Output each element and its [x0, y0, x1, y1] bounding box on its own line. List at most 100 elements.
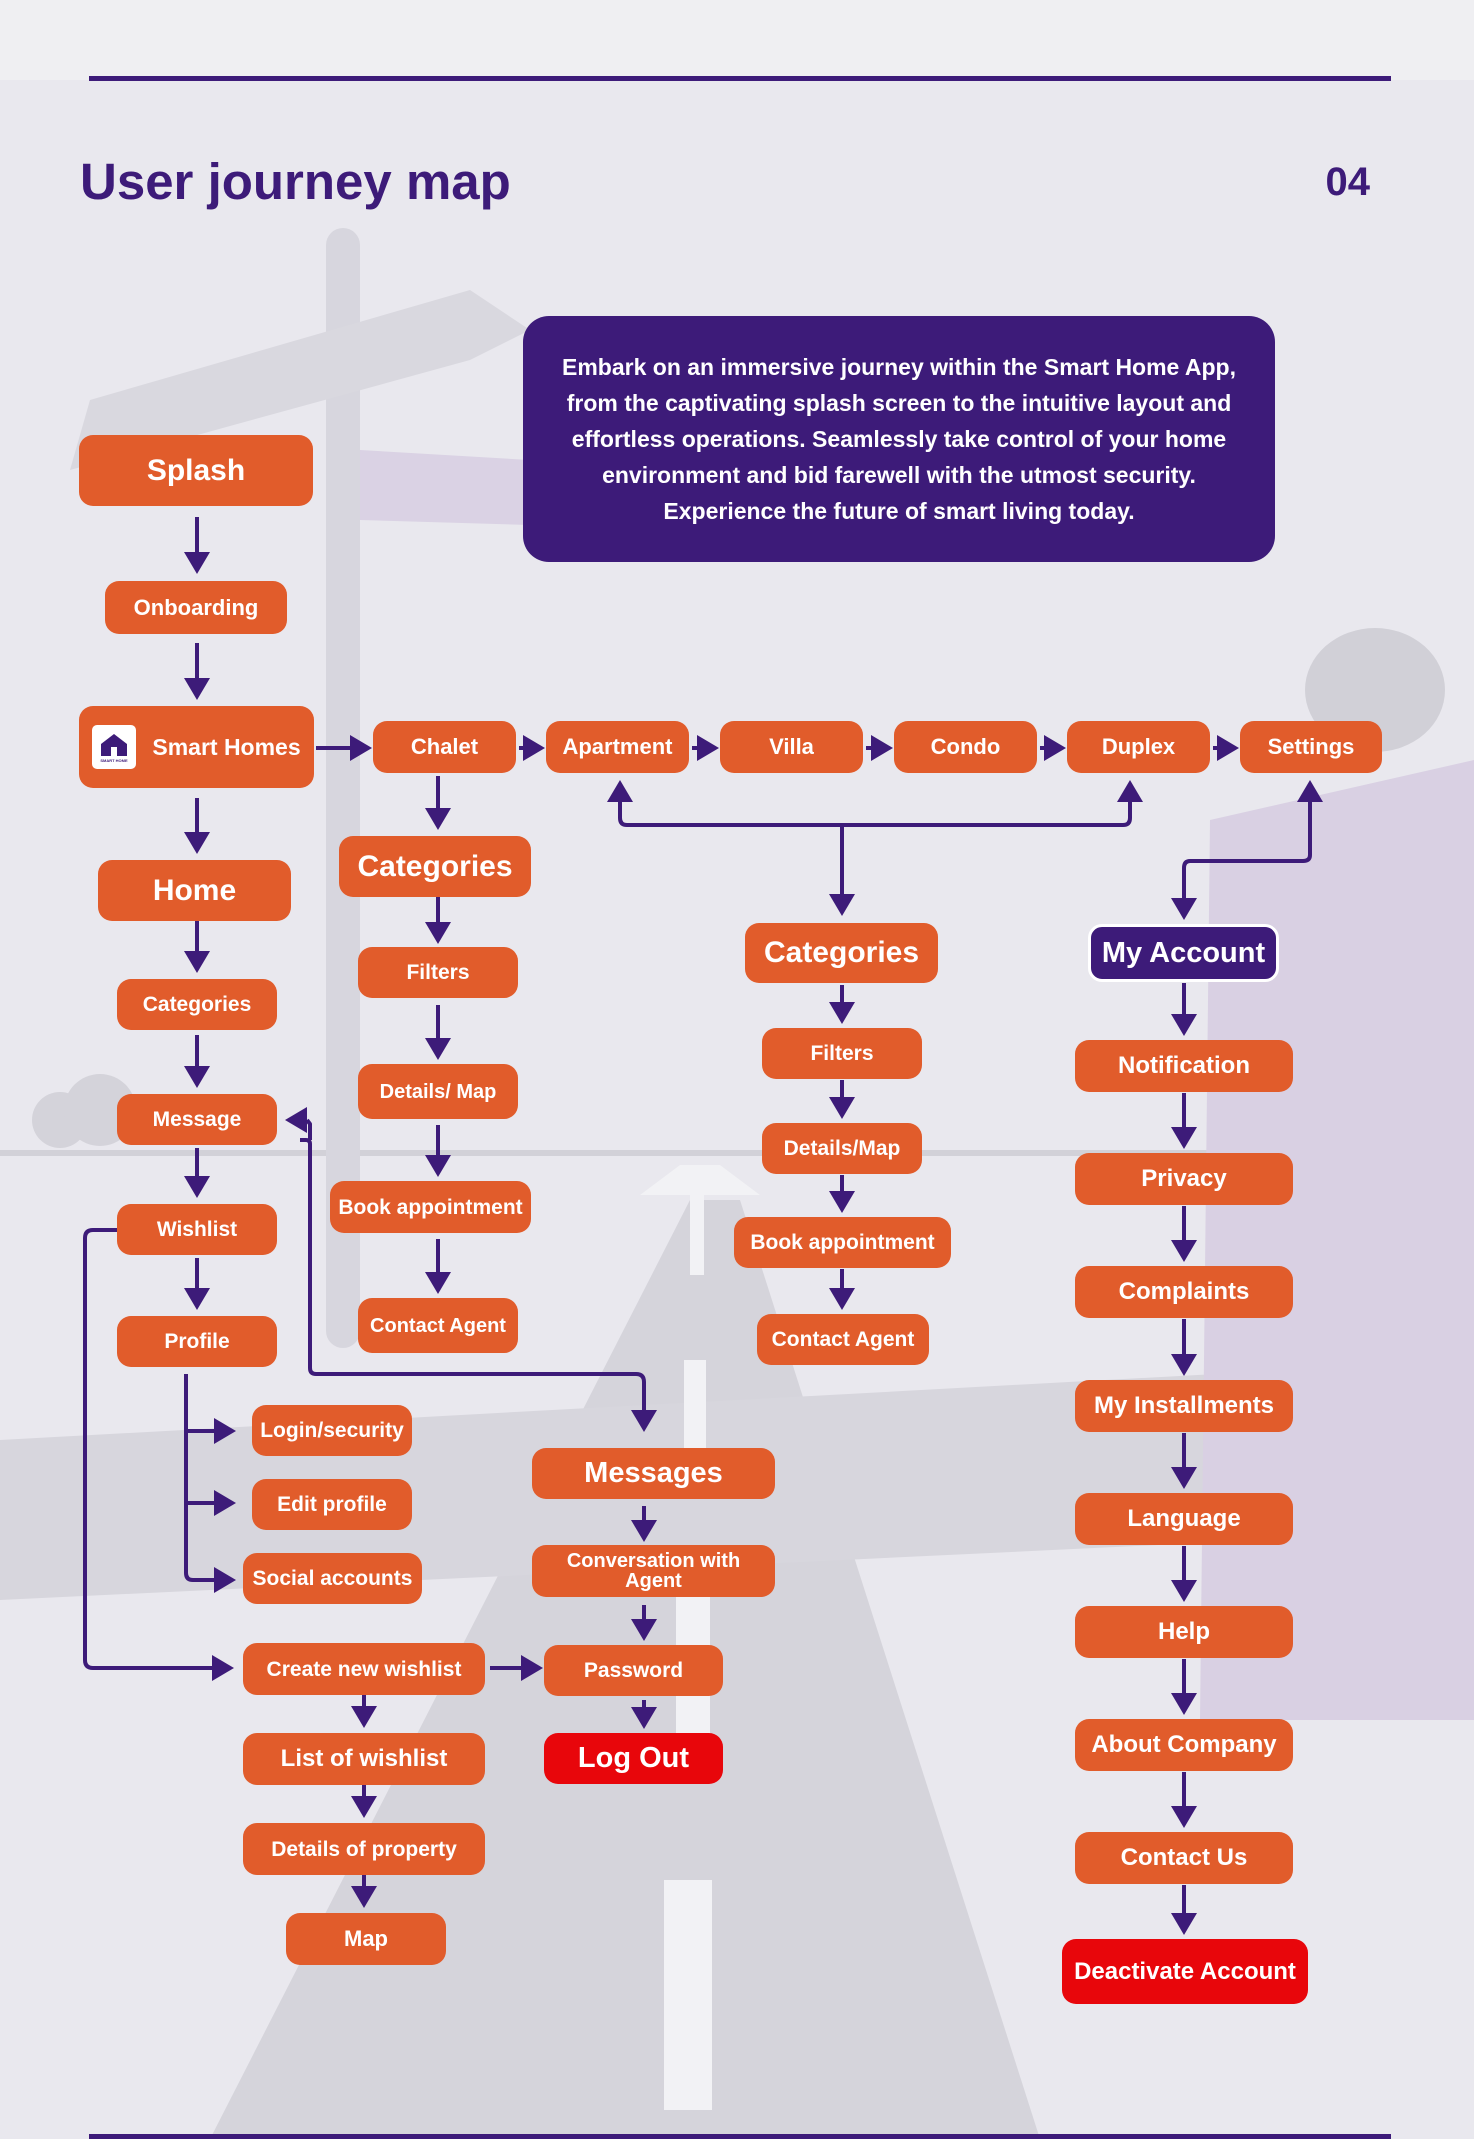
arrow-head — [1171, 1693, 1197, 1715]
node-login-security[interactable]: Login/security — [252, 1405, 412, 1456]
arrow-head — [829, 894, 855, 916]
node-villa[interactable]: Villa — [720, 721, 863, 773]
node-language[interactable]: Language — [1075, 1493, 1293, 1545]
node-chalet[interactable]: Chalet — [373, 721, 516, 773]
node-wishlist[interactable]: Wishlist — [117, 1204, 277, 1255]
arrow-head — [829, 1288, 855, 1310]
node-chalet-filters[interactable]: Filters — [358, 947, 518, 998]
arrow-head — [521, 1655, 543, 1681]
node-my-account[interactable]: My Account — [1088, 924, 1279, 982]
arrow-head — [829, 1191, 855, 1213]
connector-line — [184, 1374, 220, 1582]
arrow-head — [523, 735, 545, 761]
arrow-head — [184, 1176, 210, 1198]
node-property-contact-agent[interactable]: Contact Agent — [757, 1314, 929, 1365]
arrow-head — [351, 1706, 377, 1728]
arrow-head — [631, 1707, 657, 1729]
svg-text:SMART HOME: SMART HOME — [101, 758, 129, 763]
arrow-head — [1171, 1806, 1197, 1828]
arrow-head — [214, 1418, 236, 1444]
arrow-head — [184, 951, 210, 973]
node-edit-profile[interactable]: Edit profile — [252, 1479, 412, 1530]
node-about-company[interactable]: About Company — [1075, 1719, 1293, 1771]
node-categories[interactable]: Categories — [117, 979, 277, 1030]
node-conversation-with-agent[interactable]: Conversation with Agent — [532, 1545, 775, 1597]
node-log-out[interactable]: Log Out — [544, 1733, 723, 1784]
arrow-head — [212, 1655, 234, 1681]
arrow-head — [1044, 735, 1066, 761]
node-messages[interactable]: Messages — [532, 1448, 775, 1499]
arrow-head — [1171, 1580, 1197, 1602]
node-details-of-property[interactable]: Details of property — [243, 1823, 485, 1875]
node-apartment[interactable]: Apartment — [546, 721, 689, 773]
arrow-head — [697, 735, 719, 761]
arrow-head — [425, 1272, 451, 1294]
connector-line — [618, 800, 1132, 827]
node-condo[interactable]: Condo — [894, 721, 1037, 773]
node-complaints[interactable]: Complaints — [1075, 1266, 1293, 1318]
node-chalet-contact-agent[interactable]: Contact Agent — [358, 1298, 518, 1353]
node-property-book-appointment[interactable]: Book appointment — [734, 1217, 951, 1268]
node-chalet-categories[interactable]: Categories — [339, 836, 531, 897]
arrow-head — [351, 1796, 377, 1818]
arrow-head — [1171, 1014, 1197, 1036]
node-privacy[interactable]: Privacy — [1075, 1153, 1293, 1205]
node-password[interactable]: Password — [544, 1645, 723, 1696]
arrow-head — [184, 1066, 210, 1088]
page-number: 04 — [1325, 160, 1371, 204]
node-notification[interactable]: Notification — [1075, 1040, 1293, 1092]
bottom-rule — [89, 2134, 1391, 2139]
node-list-of-wishlist[interactable]: List of wishlist — [243, 1733, 485, 1785]
arrow-head — [1117, 780, 1143, 802]
node-contact-us[interactable]: Contact Us — [1075, 1832, 1293, 1884]
smart-home-logo: SMART HOME — [92, 725, 137, 769]
node-settings[interactable]: Settings — [1240, 721, 1382, 773]
node-social-accounts[interactable]: Social accounts — [243, 1553, 422, 1604]
node-message[interactable]: Message — [117, 1094, 277, 1145]
arrow-head — [425, 1038, 451, 1060]
arrow-head — [1171, 1240, 1197, 1262]
node-duplex[interactable]: Duplex — [1067, 721, 1210, 773]
node-onboarding[interactable]: Onboarding — [105, 581, 287, 634]
arrow-head — [425, 922, 451, 944]
node-map[interactable]: Map — [286, 1913, 446, 1965]
intro-text-box: Embark on an immersive journey within th… — [523, 316, 1275, 562]
arrow-head — [350, 735, 372, 761]
arrow-head — [1171, 1354, 1197, 1376]
arrow-head — [829, 1002, 855, 1024]
arrow-head — [1171, 898, 1197, 920]
node-property-categories[interactable]: Categories — [745, 923, 938, 983]
node-property-filters[interactable]: Filters — [762, 1028, 922, 1079]
connector-line — [1182, 800, 1312, 900]
arrow-head — [184, 678, 210, 700]
arrow-head — [871, 735, 893, 761]
node-profile[interactable]: Profile — [117, 1316, 277, 1367]
arrow-head — [214, 1490, 236, 1516]
node-help[interactable]: Help — [1075, 1606, 1293, 1658]
arrow-head — [1171, 1913, 1197, 1935]
arrow-head — [184, 552, 210, 574]
connector-line — [83, 1228, 215, 1670]
node-chalet-details-map[interactable]: Details/ Map — [358, 1064, 518, 1119]
arrow-head — [285, 1107, 307, 1133]
arrow-head — [1171, 1467, 1197, 1489]
arrow-head — [1297, 780, 1323, 802]
node-deactivate-account[interactable]: Deactivate Account — [1062, 1939, 1308, 2004]
node-home[interactable]: Home — [98, 860, 291, 921]
node-my-installments[interactable]: My Installments — [1075, 1380, 1293, 1432]
node-create-new-wishlist[interactable]: Create new wishlist — [243, 1643, 485, 1695]
arrow-head — [214, 1567, 236, 1593]
arrow-head — [184, 832, 210, 854]
top-band — [0, 0, 1474, 80]
node-chalet-book-appointment[interactable]: Book appointment — [330, 1181, 531, 1233]
arrow-head — [184, 1288, 210, 1310]
arrow-head — [631, 1520, 657, 1542]
arrow-head — [1217, 735, 1239, 761]
house-icon: SMART HOME — [101, 734, 129, 763]
connector-line — [300, 1138, 646, 1412]
node-smart-homes[interactable]: SMART HOME Smart Homes — [79, 706, 314, 788]
node-splash[interactable]: Splash — [79, 435, 313, 506]
arrow-head — [425, 1155, 451, 1177]
node-property-details-map[interactable]: Details/Map — [762, 1123, 922, 1174]
